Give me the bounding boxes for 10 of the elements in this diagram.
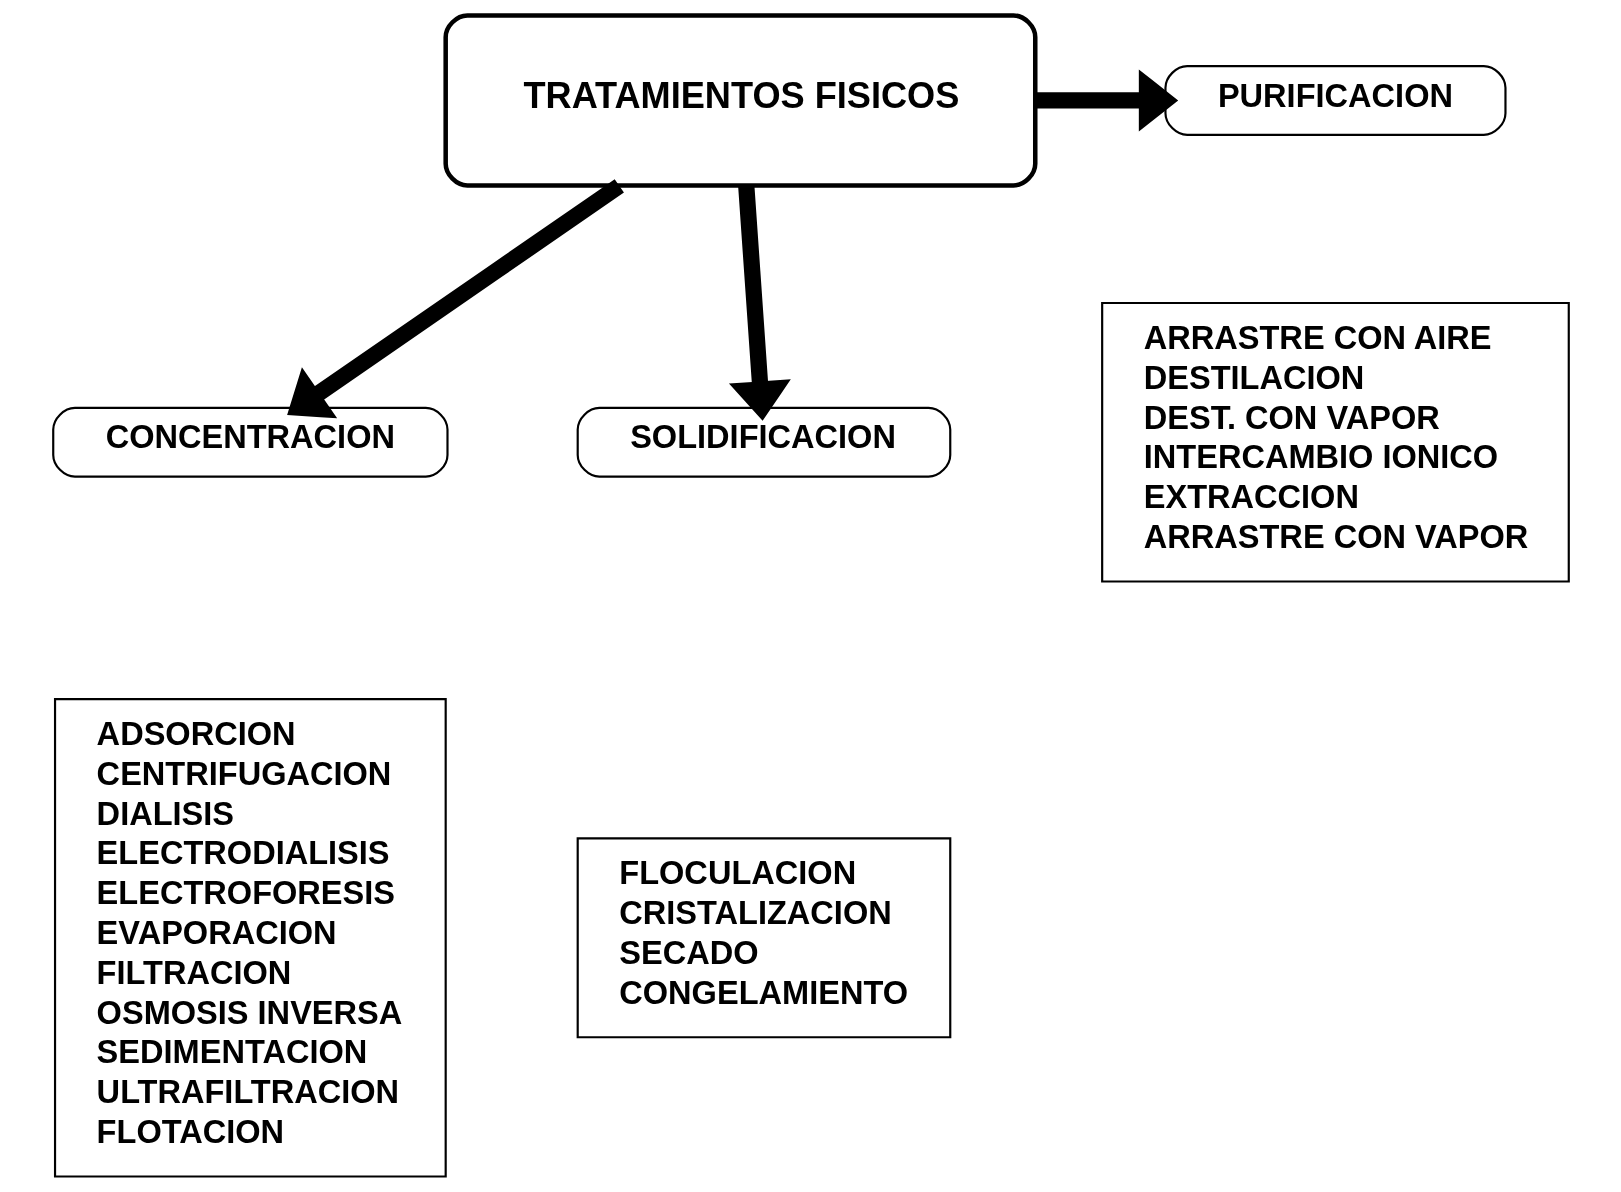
node-box: ARRASTRE CON AIRE DESTILACION DEST. CON VAPOR INTERCAMBIO IONICO EXTRACCION ARRASTRE CON VAPOR — [1100, 301, 1570, 583]
node-box: PURIFICACION — [1163, 65, 1507, 136]
node-box: ADSORCION CENTRIFUGACION DIALISIS ELECTRODIALISIS ELECTROFORESIS EVAPORACION FILTRACION OSMOSIS INVERSA SEDIMENTACION ULTRAFILTRACION FLOTACION — [53, 698, 447, 1178]
arrow — [286, 179, 624, 419]
node-box: SOLIDIFICACION — [576, 406, 951, 478]
node-box: TRATAMIENTOS FISICOS — [442, 13, 1037, 188]
arrow — [728, 185, 791, 421]
node-box: FLOCULACION CRISTALIZACION SECADO CONGELAMIENTO — [576, 837, 951, 1039]
arrow — [1035, 69, 1178, 132]
node-box: CONCENTRACION — [51, 406, 449, 478]
